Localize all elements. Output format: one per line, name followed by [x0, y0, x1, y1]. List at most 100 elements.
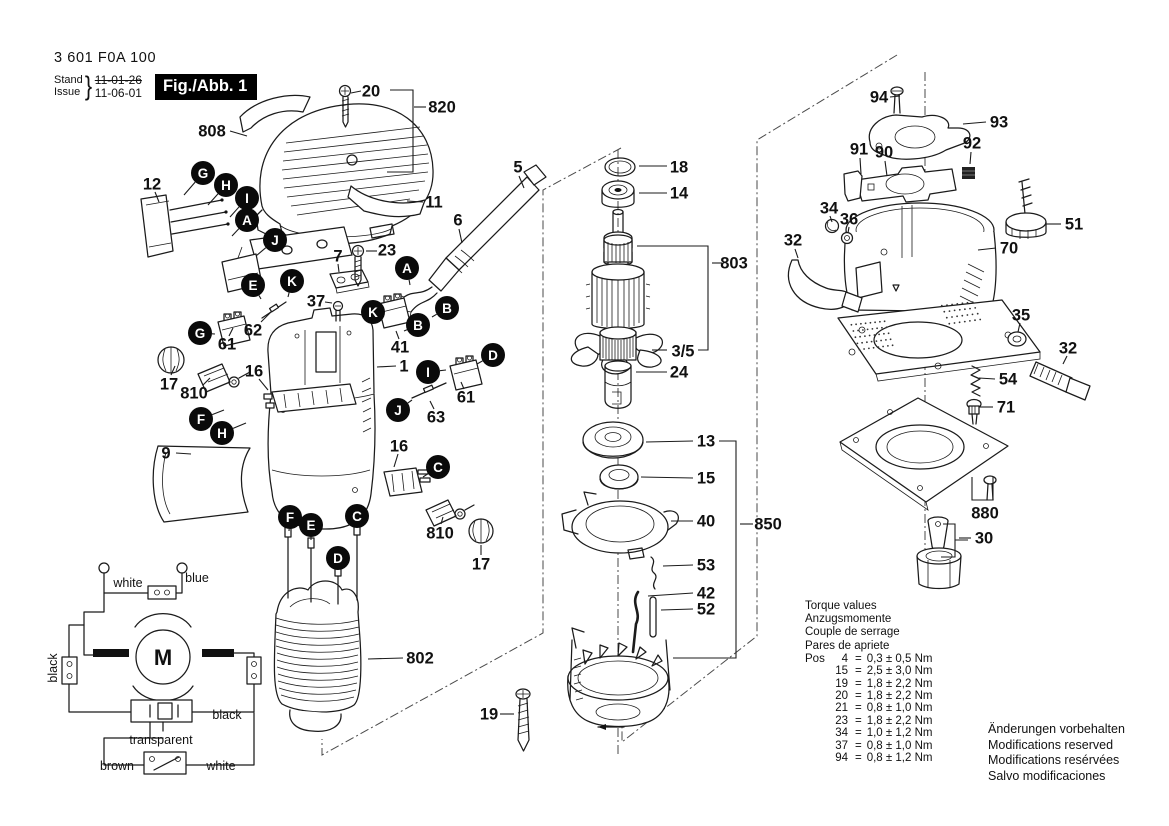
torque-row: 34=1,0 ± 1,2 Nm [835, 727, 933, 740]
part-label-808: 808 [198, 123, 226, 141]
callout-J: J [263, 228, 287, 252]
pin-42-sketch [631, 590, 640, 654]
callout-A: A [235, 208, 259, 232]
callout-C: C [345, 504, 369, 528]
svg-text:F: F [286, 510, 294, 525]
connector-41-sketch [377, 293, 411, 329]
armature-803-sketch [570, 157, 664, 409]
part-label-62: 62 [244, 322, 262, 340]
part-label-63: 63 [427, 409, 445, 427]
part-label-32: 32 [1059, 340, 1077, 358]
plate-90-sketch [855, 165, 957, 203]
svg-text:E: E [248, 278, 257, 293]
wire-label-black-2: black [46, 653, 60, 683]
assembly-brackets [637, 245, 737, 659]
svg-text:B: B [442, 301, 452, 316]
lower-housing-sketch [567, 627, 671, 730]
cover-808-sketch [239, 94, 311, 133]
torque-row: 15=2,5 ± 3,0 Nm [835, 665, 933, 678]
part-label-40: 40 [697, 513, 715, 531]
part-label-11: 11 [425, 194, 442, 212]
svg-text:I: I [245, 191, 249, 206]
callout-D: D [481, 343, 505, 367]
part-label-6: 6 [453, 212, 462, 230]
callout-E: E [241, 273, 265, 297]
screw-71-sketch [966, 398, 982, 425]
part-label-90: 90 [875, 144, 893, 162]
stand-label: Stand [54, 74, 83, 86]
tab-91-sketch [843, 170, 863, 202]
part-label-19: 19 [480, 706, 498, 724]
washer-35-sketch [1007, 331, 1027, 347]
collet-30-sketch [916, 516, 962, 590]
part-label-71: 71 [997, 399, 1015, 417]
part-label-15: 15 [697, 470, 715, 488]
part-label-92: 92 [963, 135, 981, 153]
svg-text:C: C [433, 460, 443, 475]
brush-holder-16-sketch [263, 383, 357, 413]
part-label-34: 34 [820, 200, 839, 218]
screw-19-sketch [515, 688, 531, 752]
part-label-810: 810 [180, 385, 208, 403]
part-label-17: 17 [160, 376, 178, 394]
callout-C: C [426, 455, 450, 479]
part-label-37: 37 [307, 293, 325, 311]
part-label-23: 23 [378, 242, 396, 260]
part-label-20: 20 [362, 83, 380, 101]
callout-A: A [395, 256, 419, 280]
part-label-36: 36 [840, 211, 858, 229]
torque-row: 37=0,8 ± 1,0 Nm [835, 739, 933, 752]
brush-holder-16b-sketch [383, 467, 431, 497]
type-number: 3 601 F0A 100 [54, 50, 157, 66]
svg-text:A: A [402, 261, 412, 276]
nut-92-sketch [962, 167, 975, 179]
small-parts-sketches [152, 244, 494, 544]
part-label-850: 850 [754, 516, 782, 534]
top-cover-sketch [239, 84, 434, 245]
callout-K: K [280, 269, 304, 293]
motor-symbol-label: M [154, 645, 172, 670]
oring-18-sketch [604, 157, 636, 177]
part-label-820: 820 [428, 99, 456, 117]
svg-text:K: K [287, 274, 297, 289]
svg-text:H: H [217, 426, 227, 441]
jumper-63-sketch [411, 382, 447, 399]
base-assembly-sketch [787, 86, 1091, 590]
part-label-880: 880 [971, 505, 999, 523]
torque-row: 23=1,8 ± 2,2 Nm [835, 714, 933, 727]
torque-row: 19=1,8 ± 2,2 Nm [835, 677, 933, 690]
note-line: Modifications resérvées [988, 753, 1120, 767]
switch-12-sketch [140, 194, 230, 258]
screw-37-sketch [332, 300, 344, 322]
callout-B: B [435, 296, 459, 320]
callout-H: H [214, 173, 238, 197]
svg-text:B: B [413, 318, 423, 333]
part-label-41: 41 [391, 339, 409, 357]
callout-J: J [386, 398, 410, 422]
wire-label-black-3: black [212, 708, 242, 722]
pin-52-sketch [649, 596, 657, 638]
ring-40-sketch [561, 491, 679, 560]
callout-B: B [406, 313, 430, 337]
wire-label-brown-5: brown [100, 759, 134, 773]
brace-glyph: } [84, 71, 92, 101]
assembly-30-bracket [941, 523, 968, 558]
part-label-61: 61 [457, 389, 475, 407]
screw-20-sketch [338, 84, 352, 128]
connector-61-sketch [217, 311, 251, 347]
part-label-3/5: 3/5 [672, 343, 695, 361]
callout-G: G [188, 321, 212, 345]
note-line: Änderungen vorbehalten [988, 722, 1125, 736]
screw-94-sketch [890, 86, 904, 114]
svg-text:D: D [488, 348, 498, 363]
assembly-820-bracket [387, 89, 414, 173]
nut-34-sketch [824, 218, 840, 234]
part-label-13: 13 [697, 433, 715, 451]
part-label-1: 1 [399, 358, 408, 376]
leader-lines [154, 90, 1068, 715]
svg-text:F: F [197, 412, 205, 427]
part-label-24: 24 [670, 364, 689, 382]
part-label-17: 17 [472, 556, 490, 574]
